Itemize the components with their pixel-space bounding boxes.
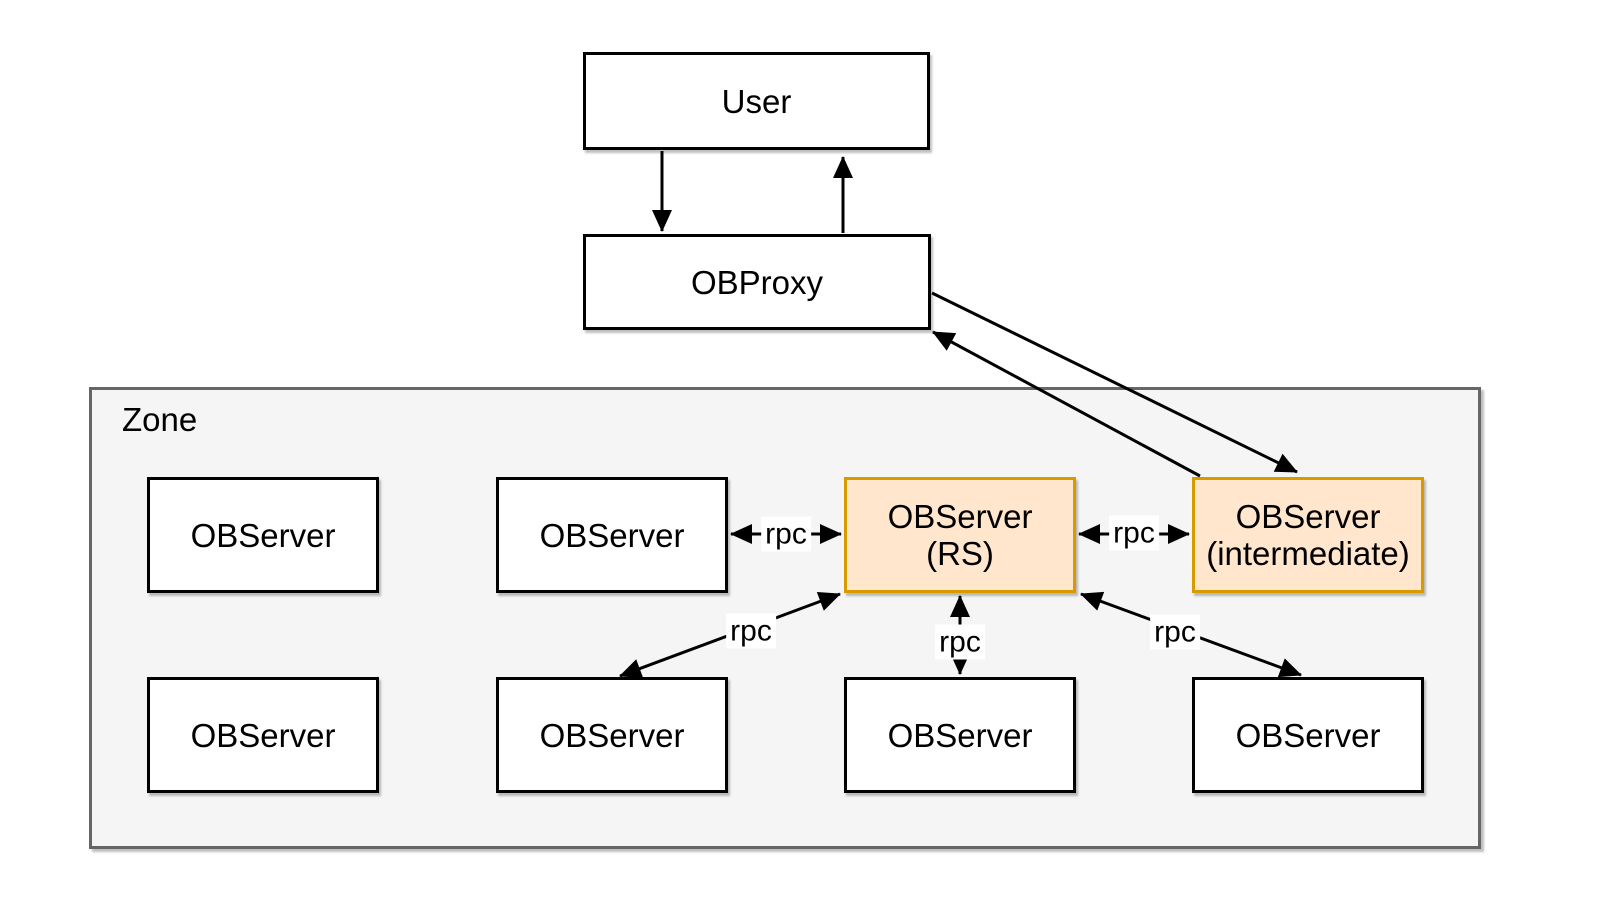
observer-node-top-left: OBServer	[147, 477, 379, 593]
rpc-label-middle-vertical: rpc	[935, 624, 985, 660]
obproxy-node: OBProxy	[583, 234, 931, 330]
observer-node-label: OBServer	[1235, 716, 1381, 754]
observer-intermediate-sublabel: (intermediate)	[1206, 535, 1410, 572]
observer-rs-sublabel: (RS)	[926, 535, 994, 572]
observer-node-label: OBServer	[887, 716, 1033, 754]
observer-node-bottom-1: OBServer	[147, 677, 379, 793]
observer-node-bottom-3: OBServer	[844, 677, 1076, 793]
observer-node-bottom-4: OBServer	[1192, 677, 1424, 793]
observer-node-label: OBServer	[190, 516, 336, 554]
zone-label: Zone	[122, 401, 198, 438]
rpc-label-left-horizontal: rpc	[761, 516, 811, 552]
observer-node-bottom-2: OBServer	[496, 677, 728, 793]
observer-node-top-mid: OBServer	[496, 477, 728, 593]
observer-node-label: OBServer	[539, 716, 685, 754]
observer-intermediate-label: OBServer	[1235, 498, 1381, 535]
rpc-label-right-horizontal: rpc	[1109, 515, 1159, 551]
observer-node-label: OBServer	[190, 716, 336, 754]
observer-node-label: OBServer	[539, 516, 685, 554]
user-node-label: User	[721, 82, 792, 120]
rpc-label-left-diagonal: rpc	[726, 613, 776, 649]
observer-rs-node: OBServer (RS)	[844, 477, 1076, 593]
obproxy-node-label: OBProxy	[690, 263, 824, 301]
user-node: User	[583, 52, 930, 150]
observer-intermediate-node: OBServer (intermediate)	[1192, 477, 1424, 593]
rpc-label-right-diagonal: rpc	[1150, 614, 1200, 650]
observer-rs-label: OBServer	[887, 498, 1033, 535]
